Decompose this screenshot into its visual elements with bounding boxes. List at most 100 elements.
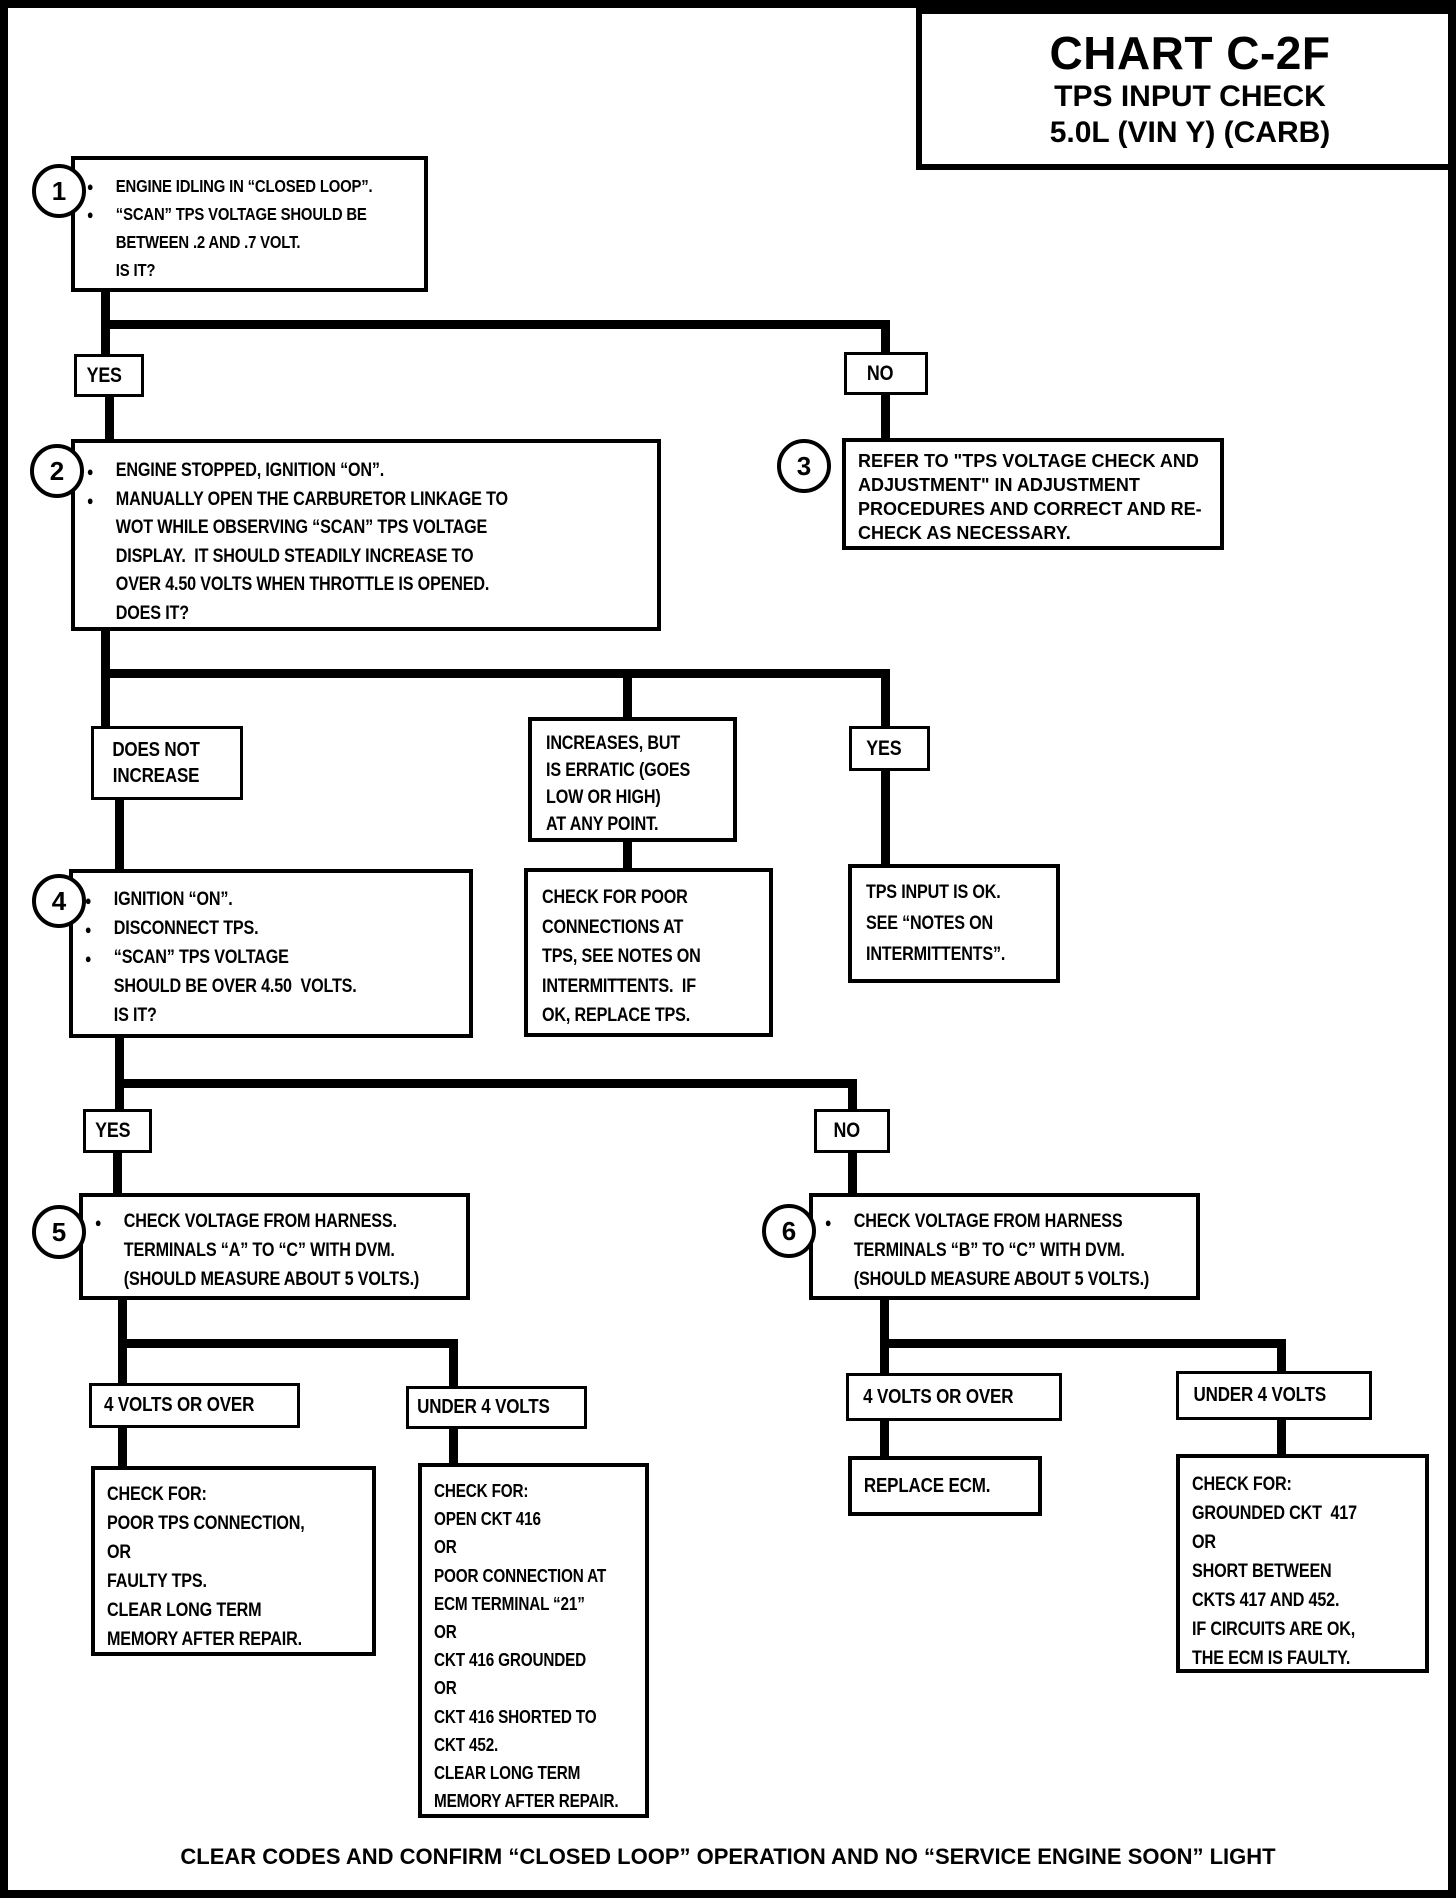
connector-erratic-checkpoor xyxy=(623,842,632,870)
branch-does-not-increase-label: DOES NOT INCREASE xyxy=(112,739,200,787)
footer-note-text: CLEAR CODES AND CONFIRM “CLOSED LOOP” OP… xyxy=(180,1844,1276,1869)
branch-under-4-volts-right: UNDER 4 VOLTS xyxy=(1176,1371,1372,1420)
branch-4-volts-or-over-left-label: 4 VOLTS OR OVER xyxy=(104,1394,255,1416)
step-5-badge: 5 xyxy=(32,1205,86,1259)
footer-note: CLEAR CODES AND CONFIRM “CLOSED LOOP” OP… xyxy=(8,1844,1448,1870)
connector-bar2-yes2 xyxy=(881,669,890,728)
step-2-number: 2 xyxy=(49,455,65,486)
action-check-poor-connections: CHECK FOR POOR CONNECTIONS AT TPS, SEE N… xyxy=(524,868,773,1037)
step-4-box: IGNITION “ON”.DISCONNECT TPS.“SCAN” TPS … xyxy=(69,869,473,1038)
connector-bar-2 xyxy=(101,669,890,678)
step-4-text: IGNITION “ON”.DISCONNECT TPS.“SCAN” TPS … xyxy=(73,885,463,1030)
branch-4-volts-or-over-left: 4 VOLTS OR OVER xyxy=(89,1383,300,1428)
branch-no-1: NO xyxy=(844,352,928,395)
action-tps-input-ok: TPS INPUT IS OK. SEE “NOTES ON INTERMITT… xyxy=(848,864,1060,983)
connector-s2-bar2 xyxy=(101,630,110,678)
step-3-number: 3 xyxy=(796,450,812,481)
connector-bar-3 xyxy=(115,1079,857,1088)
branch-4-volts-or-over-right: 4 VOLTS OR OVER xyxy=(846,1373,1062,1421)
connector-under4-checkright xyxy=(1277,1420,1286,1456)
branch-does-not-increase: DOES NOT INCREASE xyxy=(91,726,243,800)
branch-yes-3: YES xyxy=(83,1109,152,1153)
step-2-box: ENGINE STOPPED, IGNITION “ON”.MANUALLY O… xyxy=(71,439,661,631)
connector-doesnot-s4 xyxy=(115,800,124,871)
connector-bar-1 xyxy=(101,320,890,329)
chart-subtitle-1: TPS INPUT CHECK xyxy=(1054,80,1326,113)
bullet-item: MANUALLY OPEN THE CARBURETOR LINKAGE TO … xyxy=(75,486,649,629)
branch-under-4-volts-left: UNDER 4 VOLTS xyxy=(406,1386,587,1429)
step-1-badge: 1 xyxy=(32,164,86,218)
connector-bar2-doesnot xyxy=(101,678,110,728)
branch-yes-3-label: YES xyxy=(95,1119,131,1142)
branch-4-volts-or-over-right-label: 4 VOLTS OR OVER xyxy=(863,1385,1014,1408)
action-check-ckt-417: CHECK FOR: GROUNDED CKT 417 OR SHORT BET… xyxy=(1176,1454,1429,1673)
connector-yes3-s5 xyxy=(113,1153,122,1195)
branch-under-4-volts-right-label: UNDER 4 VOLTS xyxy=(1193,1384,1327,1406)
connector-4vover-replace-ecm xyxy=(880,1421,889,1458)
action-check-poor-connections-text: CHECK FOR POOR CONNECTIONS AT TPS, SEE N… xyxy=(542,887,701,1026)
branch-under-4-volts-left-label: UNDER 4 VOLTS xyxy=(417,1396,550,1418)
bullet-item: CHECK VOLTAGE FROM HARNESS TERMINALS “B”… xyxy=(813,1207,1192,1294)
branch-yes-1: YES xyxy=(74,354,144,397)
branch-no-1-label: NO xyxy=(866,361,894,385)
chart-title-block: CHART C-2F TPS INPUT CHECK 5.0L (VIN Y) … xyxy=(916,8,1448,170)
chart-title: CHART C-2F xyxy=(1049,27,1331,79)
connector-yes1-s2 xyxy=(105,396,114,441)
action-replace-ecm: REPLACE ECM. xyxy=(848,1456,1042,1516)
step-4-badge: 4 xyxy=(32,874,86,928)
action-check-tps-connection: CHECK FOR: POOR TPS CONNECTION, OR FAULT… xyxy=(91,1466,376,1656)
step-1-number: 1 xyxy=(51,175,67,206)
bullet-item: “SCAN” TPS VOLTAGE SHOULD BE OVER 4.50 V… xyxy=(73,943,463,1030)
step-6-text: CHECK VOLTAGE FROM HARNESS TERMINALS “B”… xyxy=(813,1207,1192,1294)
step-6-box: CHECK VOLTAGE FROM HARNESS TERMINALS “B”… xyxy=(809,1193,1200,1300)
connector-under4-check416 xyxy=(449,1429,458,1465)
step-5-number: 5 xyxy=(51,1216,67,1247)
connector-bar3-no2 xyxy=(848,1079,857,1111)
action-check-ckt-417-text: CHECK FOR: GROUNDED CKT 417 OR SHORT BET… xyxy=(1192,1474,1357,1669)
step-5-text: CHECK VOLTAGE FROM HARNESS. TERMINALS “A… xyxy=(83,1207,462,1294)
action-check-ckt-416-text: CHECK FOR: OPEN CKT 416 OR POOR CONNECTI… xyxy=(434,1481,619,1812)
bullet-item: IGNITION “ON”. xyxy=(73,885,463,915)
connector-bar5-4vover-right xyxy=(880,1348,889,1375)
connector-yes2-tpsok xyxy=(881,771,890,866)
step-6-number: 6 xyxy=(781,1215,797,1246)
connector-bar-4 xyxy=(118,1339,458,1348)
connector-bar4-under4-left xyxy=(449,1348,458,1388)
branch-no-2: NO xyxy=(814,1109,890,1153)
connector-bar5-under4-right xyxy=(1277,1348,1286,1373)
branch-yes-1-label: YES xyxy=(86,363,122,387)
chart-subtitle-2: 5.0L (VIN Y) (CARB) xyxy=(1049,116,1331,149)
connector-4vover-checkleft xyxy=(118,1428,127,1468)
step-3-text: REFER TO "TPS VOLTAGE CHECK AND ADJUSTME… xyxy=(858,451,1202,543)
branch-yes-2: YES xyxy=(849,726,930,771)
connector-bar1-no xyxy=(881,320,890,353)
connector-no2-s6 xyxy=(848,1153,857,1195)
connector-bar-5 xyxy=(880,1339,1286,1348)
connector-no1-s3 xyxy=(881,395,890,440)
bullet-item: ENGINE STOPPED, IGNITION “ON”. xyxy=(75,457,649,486)
step-4-number: 4 xyxy=(51,885,67,916)
step-6-badge: 6 xyxy=(762,1204,816,1258)
bullet-item: “SCAN” TPS VOLTAGE SHOULD BE BETWEEN .2 … xyxy=(75,200,418,284)
branch-erratic: INCREASES, BUT IS ERRATIC (GOES LOW OR H… xyxy=(528,717,737,842)
bullet-item: DISCONNECT TPS. xyxy=(73,914,463,944)
step-1-box: ENGINE IDLING IN “CLOSED LOOP”.“SCAN” TP… xyxy=(71,156,428,292)
branch-yes-2-label: YES xyxy=(866,736,902,760)
step-1-text: ENGINE IDLING IN “CLOSED LOOP”.“SCAN” TP… xyxy=(75,172,418,284)
step-3-badge: 3 xyxy=(777,439,831,493)
action-replace-ecm-text: REPLACE ECM. xyxy=(863,1474,991,1497)
connector-s6-bar5 xyxy=(880,1300,889,1348)
step-2-text: ENGINE STOPPED, IGNITION “ON”.MANUALLY O… xyxy=(75,457,649,628)
connector-bar2-erratic xyxy=(623,669,632,719)
action-check-tps-connection-text: CHECK FOR: POOR TPS CONNECTION, OR FAULT… xyxy=(107,1484,305,1650)
connector-bar4-4vover-left xyxy=(118,1348,127,1385)
step-2-badge: 2 xyxy=(30,444,84,498)
action-tps-input-ok-text: TPS INPUT IS OK. SEE “NOTES ON INTERMITT… xyxy=(866,882,1006,965)
step-3-box: REFER TO "TPS VOLTAGE CHECK AND ADJUSTME… xyxy=(842,438,1224,550)
connector-s4-yes3 xyxy=(115,1038,124,1111)
action-check-ckt-416: CHECK FOR: OPEN CKT 416 OR POOR CONNECTI… xyxy=(418,1463,649,1818)
bullet-item: CHECK VOLTAGE FROM HARNESS. TERMINALS “A… xyxy=(83,1207,462,1294)
step-5-box: CHECK VOLTAGE FROM HARNESS. TERMINALS “A… xyxy=(79,1193,470,1300)
branch-no-2-label: NO xyxy=(833,1119,861,1142)
